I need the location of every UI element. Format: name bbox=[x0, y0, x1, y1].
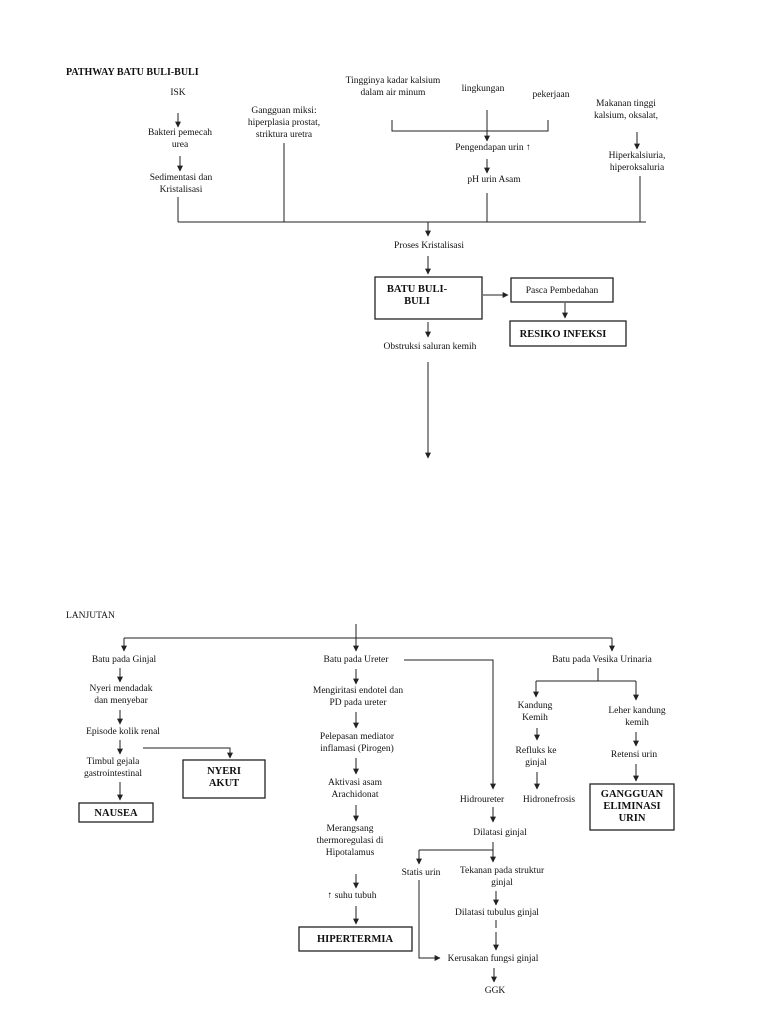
svg-text:RESIKO INFEKSI: RESIKO INFEKSI bbox=[520, 329, 607, 340]
svg-text:NYERI: NYERI bbox=[207, 766, 241, 777]
box-nausea bbox=[78, 802, 154, 823]
node-bakteri: Bakteri pemecah urea bbox=[148, 128, 212, 150]
page-two: LANJUTAN Batu pada Ginjal Nyeri mendadak… bbox=[66, 611, 675, 996]
box-nyeri-akut bbox=[182, 759, 266, 799]
node-batu-ureter: Batu pada Ureter bbox=[324, 655, 390, 665]
svg-text:hiperoksaluria: hiperoksaluria bbox=[610, 163, 665, 173]
svg-text:urea: urea bbox=[172, 140, 189, 150]
node-isk: ISK bbox=[170, 88, 185, 98]
box-hipertermia bbox=[298, 926, 413, 952]
node-sedimentasi: Sedimentasi dan Kristalisasi bbox=[150, 173, 213, 195]
node-makanan: Makanan tinggi kalsium, oksalat, bbox=[594, 99, 658, 121]
node-hidroureter: Hidroureter bbox=[460, 795, 505, 805]
svg-text:ginjal: ginjal bbox=[491, 878, 513, 888]
box-pasca-pembedahan bbox=[510, 277, 614, 303]
node-suhu-tubuh: ↑ suhu tubuh bbox=[327, 891, 376, 901]
node-hidronefrosis: Hidronefrosis bbox=[523, 794, 576, 805]
svg-text:Sedimentasi dan: Sedimentasi dan bbox=[150, 173, 213, 183]
page-one: PATHWAY BATU BULI-BULI ISK Bakteri pemec… bbox=[66, 67, 666, 459]
svg-text:GANGGUAN: GANGGUAN bbox=[601, 789, 664, 800]
svg-text:ELIMINASI: ELIMINASI bbox=[603, 801, 660, 812]
svg-text:AKUT: AKUT bbox=[209, 778, 239, 789]
node-dilatasi-tubulus: Dilatasi tubulus ginjal bbox=[455, 908, 539, 918]
svg-text:Aktivasi asam: Aktivasi asam bbox=[328, 778, 383, 788]
box-batu-buli-buli bbox=[374, 276, 483, 320]
node-gangguan-miksi: Gangguan miksi: hiperplasia prostat, str… bbox=[248, 106, 320, 140]
svg-text:Gangguan miksi:: Gangguan miksi: bbox=[251, 106, 316, 116]
node-dilatasi-ginjal: Dilatasi ginjal bbox=[473, 828, 527, 838]
svg-text:Tekanan pada struktur: Tekanan pada struktur bbox=[460, 866, 545, 876]
node-ph-asam: pH urin Asam bbox=[467, 175, 521, 185]
node-kandung-kemih: Kandung Kemih bbox=[518, 701, 553, 723]
svg-text:inflamasi (Pirogen): inflamasi (Pirogen) bbox=[320, 743, 394, 754]
svg-text:Kandung: Kandung bbox=[518, 701, 553, 711]
svg-text:Nyeri mendadak: Nyeri mendadak bbox=[89, 684, 152, 694]
svg-text:dan menyebar: dan menyebar bbox=[94, 696, 148, 706]
node-obstruksi: Obstruksi saluran kemih bbox=[384, 342, 477, 352]
node-pekerjaan: pekerjaan bbox=[533, 90, 570, 100]
diagram-title: PATHWAY BATU BULI-BULI bbox=[66, 67, 199, 78]
node-batu-ginjal: Batu pada Ginjal bbox=[92, 655, 157, 665]
svg-text:HIPERTERMIA: HIPERTERMIA bbox=[317, 934, 393, 945]
node-proses-kristalisasi: Proses Kristalisasi bbox=[394, 241, 464, 251]
node-merangsang: Merangsang thermoregulasi di Hipotalamus bbox=[317, 824, 384, 858]
svg-text:kalsium, oksalat,: kalsium, oksalat, bbox=[594, 111, 658, 121]
svg-text:BULI: BULI bbox=[404, 296, 430, 307]
svg-text:Refluks ke: Refluks ke bbox=[516, 745, 557, 756]
svg-text:Kemih: Kemih bbox=[522, 713, 548, 723]
node-statis-urin: Statis urin bbox=[402, 868, 441, 878]
svg-text:kemih: kemih bbox=[625, 718, 649, 728]
svg-text:Mengiritasi endotel dan: Mengiritasi endotel dan bbox=[313, 686, 403, 696]
svg-text:Makanan tinggi: Makanan tinggi bbox=[596, 99, 656, 109]
svg-text:thermoregulasi di: thermoregulasi di bbox=[317, 836, 384, 846]
node-aktivasi: Aktivasi asam Arachidonat bbox=[328, 778, 383, 800]
label-lanjutan: LANJUTAN bbox=[66, 611, 115, 621]
bracket-factors bbox=[391, 120, 549, 132]
node-refluks: Refluks ke ginjal bbox=[516, 745, 557, 768]
arrow-statis-to-kerusakan bbox=[418, 880, 441, 961]
svg-text:Merangsang: Merangsang bbox=[327, 824, 374, 834]
arrow-to-nyeri-akut bbox=[143, 747, 233, 759]
svg-text:Pelepasan mediator: Pelepasan mediator bbox=[320, 732, 395, 742]
node-timbul-gejala: Timbul gejala gastrointestinal bbox=[84, 757, 142, 779]
node-leher-kandung: Leher kandung kemih bbox=[608, 706, 665, 728]
node-ggk: GGK bbox=[485, 986, 506, 996]
svg-text:Bakteri pemecah: Bakteri pemecah bbox=[148, 128, 212, 138]
svg-text:Hipotalamus: Hipotalamus bbox=[326, 848, 375, 858]
svg-text:Hiperkalsiuria,: Hiperkalsiuria, bbox=[609, 151, 666, 161]
node-batu-vesika: Batu pada Vesika Urinaria bbox=[552, 655, 653, 665]
node-tekanan: Tekanan pada struktur ginjal bbox=[460, 866, 545, 888]
node-episode-kolik: Episode kolik renal bbox=[86, 727, 160, 737]
svg-text:PD pada ureter: PD pada ureter bbox=[330, 698, 388, 708]
svg-text:hiperplasia prostat,: hiperplasia prostat, bbox=[248, 118, 320, 128]
svg-text:Leher kandung: Leher kandung bbox=[608, 706, 665, 716]
node-pengendapan: Pengendapan urin ↑ bbox=[455, 143, 530, 153]
svg-text:dalam air minum: dalam air minum bbox=[361, 88, 427, 98]
node-kerusakan-fungsi: Kerusakan fungsi ginjal bbox=[448, 953, 539, 964]
node-nyeri-mendadak: Nyeri mendadak dan menyebar bbox=[89, 684, 152, 706]
svg-text:BATU BULI-: BATU BULI- bbox=[387, 284, 448, 295]
svg-text:gastrointestinal: gastrointestinal bbox=[84, 769, 142, 779]
arrow-to-hidroureter bbox=[404, 659, 496, 790]
box-gangguan-eliminasi bbox=[589, 783, 675, 831]
svg-text:ginjal: ginjal bbox=[525, 758, 547, 768]
node-pelepasan: Pelepasan mediator inflamasi (Pirogen) bbox=[320, 732, 395, 754]
node-retensi-urin: Retensi urin bbox=[611, 750, 657, 760]
node-tingginya-kalsium: Tingginya kadar kalsium dalam air minum bbox=[346, 76, 441, 98]
svg-text:Kristalisasi: Kristalisasi bbox=[160, 185, 203, 195]
svg-text:Tingginya kadar kalsium: Tingginya kadar kalsium bbox=[346, 76, 441, 86]
node-hiperkalsiuria: Hiperkalsiuria, hiperoksaluria bbox=[609, 151, 666, 173]
node-lingkungan: lingkungan bbox=[462, 84, 505, 94]
svg-text:Arachidonat: Arachidonat bbox=[332, 790, 379, 800]
svg-text:striktura uretra: striktura uretra bbox=[256, 130, 313, 140]
svg-text:URIN: URIN bbox=[619, 813, 646, 824]
svg-text:NAUSEA: NAUSEA bbox=[94, 808, 138, 819]
box-resiko-infeksi bbox=[509, 320, 627, 347]
svg-text:Pasca Pembedahan: Pasca Pembedahan bbox=[526, 286, 599, 296]
node-mengiritasi: Mengiritasi endotel dan PD pada ureter bbox=[313, 686, 403, 708]
svg-text:Timbul gejala: Timbul gejala bbox=[87, 757, 140, 767]
